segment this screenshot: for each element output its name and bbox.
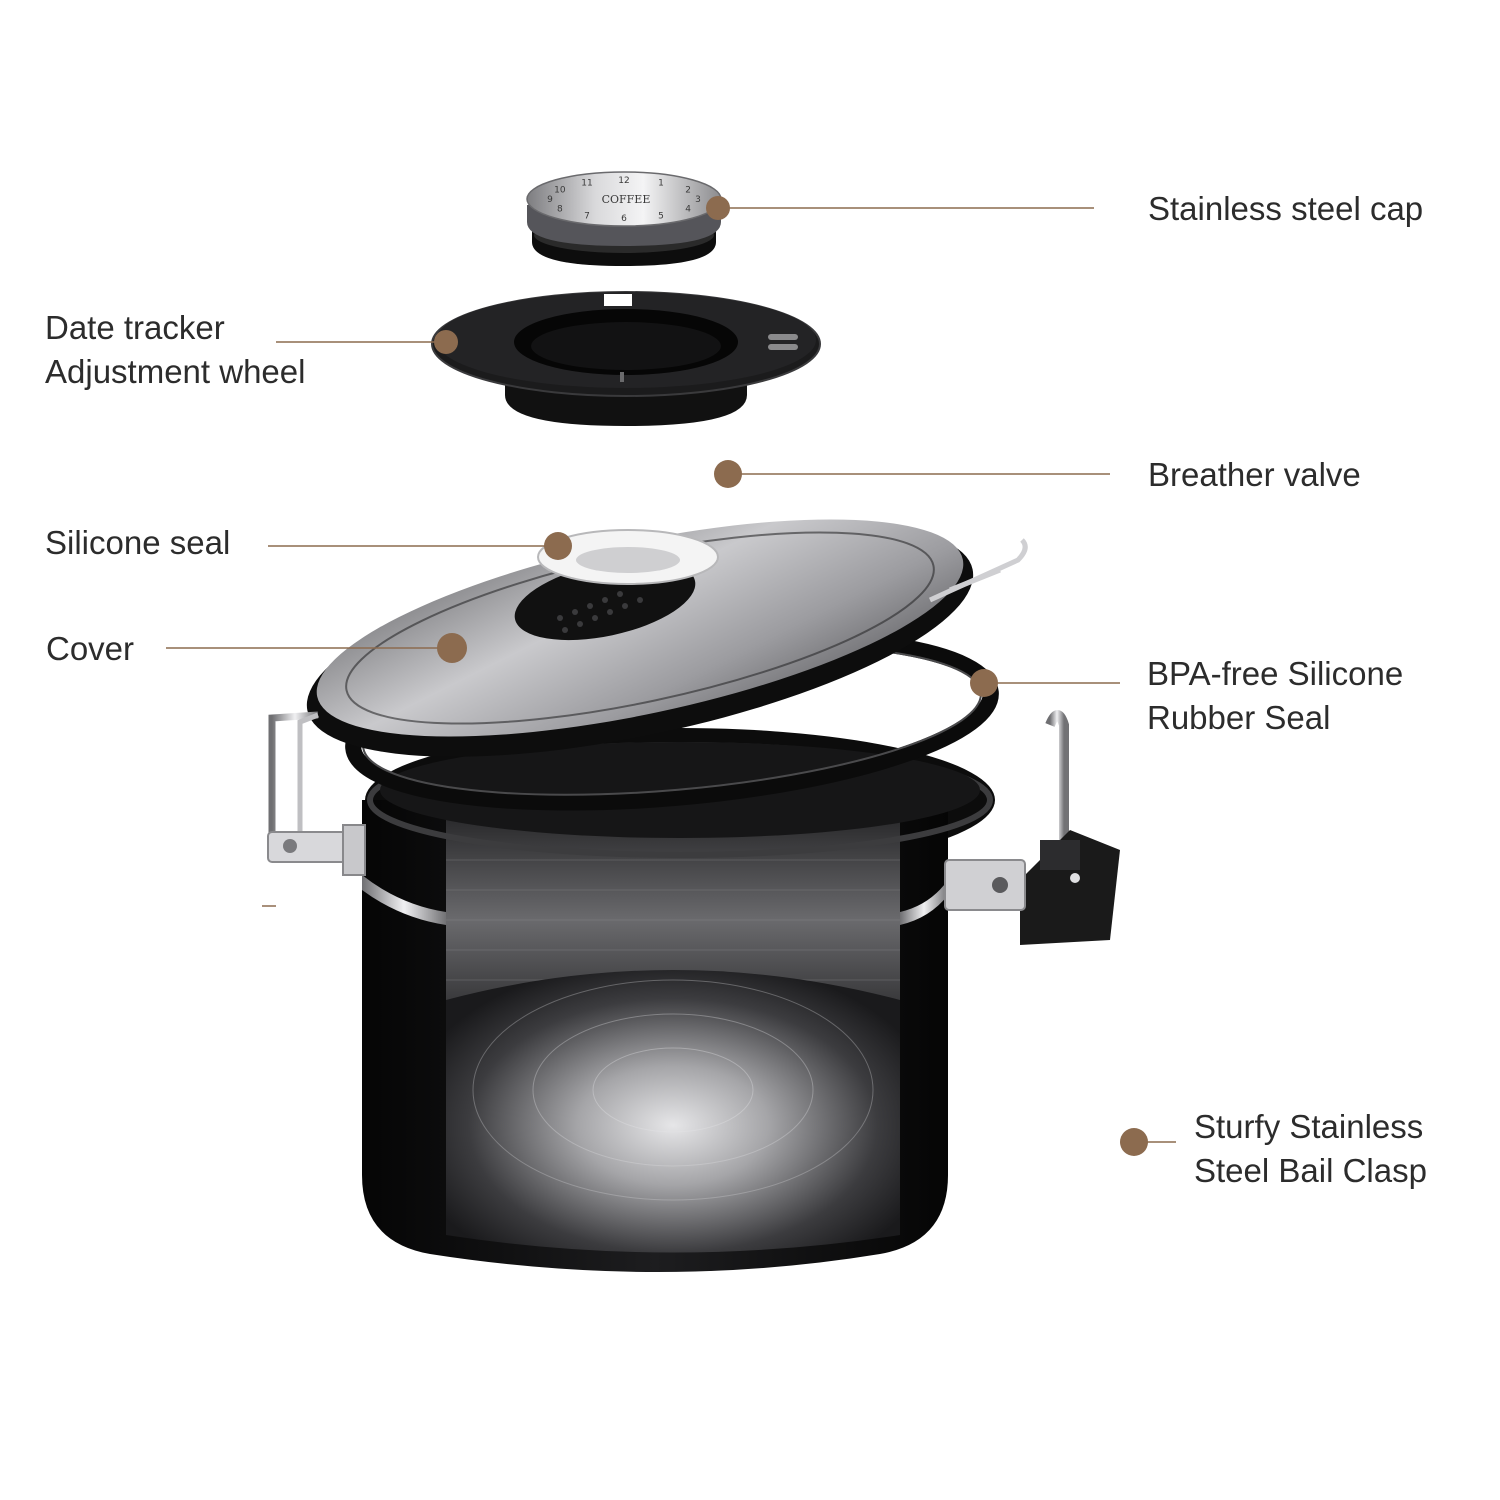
cap-number-6: 6 bbox=[621, 214, 627, 224]
label-bail-clasp: Sturfy Stainless Steel Bail Clasp bbox=[1194, 1105, 1427, 1193]
cap-number-4: 4 bbox=[685, 205, 691, 215]
breather-valve-holes bbox=[557, 591, 643, 633]
label-bpa-free-line2: Rubber Seal bbox=[1147, 699, 1331, 736]
cap-number-11: 11 bbox=[581, 179, 592, 189]
label-date-tracker-line2: Adjustment wheel bbox=[45, 353, 306, 390]
callout-dot-cap bbox=[706, 196, 730, 220]
cap-number-2: 2 bbox=[685, 186, 691, 196]
lid-wire-handle bbox=[928, 538, 1028, 603]
label-stainless-steel-cap-text: Stainless steel cap bbox=[1148, 190, 1424, 227]
cap-number-5: 5 bbox=[658, 212, 664, 222]
cap-number-8: 8 bbox=[557, 205, 563, 215]
cap-number-1: 1 bbox=[658, 179, 664, 189]
label-bail-clasp-line1: Sturfy Stainless bbox=[1194, 1108, 1424, 1145]
cap-number-3: 3 bbox=[695, 195, 701, 205]
label-bail-clasp-line2: Steel Bail Clasp bbox=[1194, 1152, 1427, 1189]
bail-clasp-left bbox=[267, 711, 366, 876]
label-cover: Cover bbox=[46, 627, 134, 671]
cap-number-9: 9 bbox=[547, 195, 553, 205]
date-tracker-wheel bbox=[431, 291, 821, 426]
label-breather-valve: Breather valve bbox=[1148, 453, 1361, 497]
label-silicone-seal-text: Silicone seal bbox=[45, 524, 231, 561]
label-cover-text: Cover bbox=[46, 630, 135, 667]
callouts bbox=[166, 196, 1176, 1156]
silicone-seal-ring bbox=[537, 529, 719, 585]
label-breather-valve-text: Breather valve bbox=[1148, 456, 1361, 493]
callout-dot-bpa-seal bbox=[970, 669, 998, 697]
callout-dot-bail-clasp bbox=[1120, 1128, 1148, 1156]
label-stainless-steel-cap: Stainless steel cap bbox=[1148, 187, 1423, 231]
cap-number-7: 7 bbox=[584, 212, 590, 222]
label-bpa-free-seal: BPA-free Silicone Rubber Seal bbox=[1147, 652, 1403, 740]
callout-dot-silicone-seal bbox=[544, 532, 572, 560]
callout-dot-cover bbox=[437, 633, 467, 663]
callout-dot-date-tracker bbox=[434, 330, 458, 354]
cap-number-10: 10 bbox=[554, 186, 566, 196]
canister-body bbox=[362, 728, 995, 1272]
label-date-tracker: Date tracker Adjustment wheel bbox=[45, 306, 305, 394]
bail-clasp-right bbox=[944, 710, 1120, 945]
callout-dot-breather-valve bbox=[714, 460, 742, 488]
label-bpa-free-line1: BPA-free Silicone bbox=[1147, 655, 1404, 692]
cap-face-text: COFFEE bbox=[602, 193, 651, 206]
cap-number-12: 12 bbox=[618, 176, 629, 186]
label-silicone-seal: Silicone seal bbox=[45, 521, 230, 565]
label-date-tracker-line1: Date tracker bbox=[45, 309, 225, 346]
